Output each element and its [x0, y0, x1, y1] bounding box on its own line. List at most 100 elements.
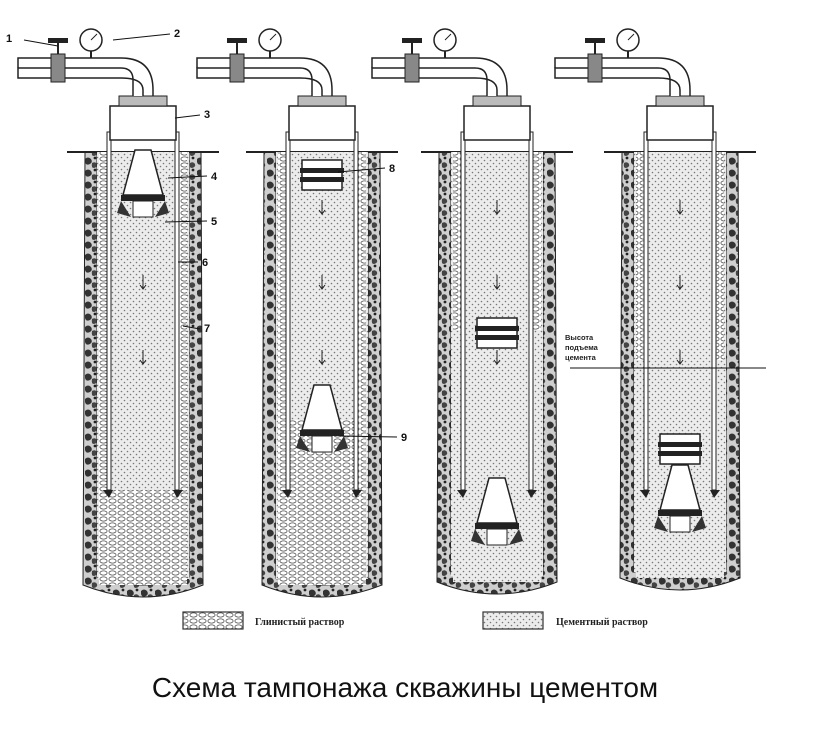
flow-arrow-2-1 [318, 275, 326, 290]
supply-pipe-1 [17, 67, 144, 96]
cement-height-label-line-1: Высота [565, 333, 594, 342]
well-head-cap-3 [463, 105, 531, 141]
pipe-elbow-1 [120, 57, 154, 96]
head-flange-1 [118, 95, 168, 107]
legend-label-cement: Цементный раствор [556, 617, 648, 628]
valve-body-3 [404, 53, 420, 83]
pipe-top-edge-3 [371, 57, 475, 68]
flow-arrow-3-2 [493, 350, 501, 365]
pipe-elbow-2 [299, 57, 333, 96]
top-plug-ring-a-3 [475, 326, 519, 331]
gauge-needle-1 [90, 33, 98, 41]
valve-body-2 [229, 53, 245, 83]
callout-4: 4 [211, 171, 218, 183]
casing-shoe-left-4 [640, 490, 650, 498]
cement-height-label-line-3: цемента [565, 353, 597, 362]
valve-handle-3 [402, 38, 422, 43]
top-plug-3 [476, 317, 518, 349]
gauge-needle-2 [269, 33, 277, 41]
fill-layer-2-2 [278, 490, 366, 585]
callout-5: 5 [211, 216, 217, 228]
pipe-elbow-3 [474, 57, 508, 96]
casing-shoe-right-3 [527, 490, 537, 498]
casing-shoe-left-1 [103, 490, 113, 498]
pipe-top-edge-4 [554, 57, 658, 68]
casing-left-1 [106, 131, 112, 491]
supply-pipe-4 [554, 67, 681, 96]
valve-handle-1 [48, 38, 68, 43]
flow-arrow-3-1 [493, 275, 501, 290]
casing-right-4 [711, 131, 717, 491]
bottom-plug-stem-3 [486, 528, 508, 546]
well-stage-1 [17, 28, 219, 598]
callout-1: 1 [6, 33, 12, 45]
well-stage-3 [371, 28, 573, 595]
valve-handle-4 [585, 38, 605, 43]
casing-left-4 [643, 131, 649, 491]
wells-group [17, 28, 756, 598]
flow-arrow-1-2 [139, 350, 147, 365]
valve-body-1 [50, 53, 66, 83]
legend-swatch-clay [182, 611, 244, 630]
gauge-needle-3 [444, 33, 452, 41]
pipe-top-edge-2 [196, 57, 300, 68]
casing-shoe-left-3 [457, 490, 467, 498]
top-plug-4 [659, 433, 701, 465]
callout-3: 3 [204, 109, 210, 121]
callout-6: 6 [202, 257, 208, 269]
top-plug-ring-b-3 [475, 335, 519, 340]
flow-arrow-3-0 [493, 200, 501, 215]
top-plug-ring-b-4 [658, 451, 702, 456]
flow-arrow-4-2 [676, 350, 684, 365]
legend-label-clay: Глинистый раствор [255, 617, 345, 628]
top-plug-ring-a-2 [300, 168, 344, 173]
casing-shoe-right-4 [710, 490, 720, 498]
bottom-plug-seat-2 [300, 430, 344, 436]
gauge-needle-4 [627, 33, 635, 41]
callout-leaders [23, 33, 766, 438]
casing-left-2 [285, 131, 291, 491]
casing-left-3 [460, 131, 466, 491]
bottom-plug-stem-4 [669, 515, 691, 533]
flow-arrow-2-2 [318, 350, 326, 365]
top-plug-2 [301, 159, 343, 191]
casing-shoe-right-1 [173, 490, 183, 498]
head-flange-2 [297, 95, 347, 107]
callout-2: 2 [174, 28, 180, 40]
top-plug-ring-a-4 [658, 442, 702, 447]
flow-arrow-4-0 [676, 200, 684, 215]
bottom-plug-seat-3 [475, 523, 519, 529]
callout-9: 9 [401, 432, 407, 444]
well-head-cap-2 [288, 105, 356, 141]
pipe-top-edge-1 [17, 57, 121, 68]
bottom-plug-stem-1 [132, 200, 154, 218]
valve-body-4 [587, 53, 603, 83]
supply-pipe-2 [196, 67, 323, 96]
bottom-plug-stem-2 [311, 435, 333, 453]
bottom-plug-seat-1 [121, 195, 165, 201]
flow-arrow-1-1 [139, 275, 147, 290]
callout-8: 8 [389, 163, 395, 175]
casing-shoe-right-2 [352, 490, 362, 498]
head-flange-3 [472, 95, 522, 107]
flow-arrow-2-0 [318, 200, 326, 215]
pipe-elbow-4 [657, 57, 691, 96]
well-head-cap-1 [109, 105, 177, 141]
flow-arrow-4-1 [676, 275, 684, 290]
callout-7: 7 [204, 323, 210, 335]
well-stage-4 [554, 28, 756, 591]
top-plug-ring-b-2 [300, 177, 344, 182]
legend: Глинистый раствор Цементный раствор [182, 611, 648, 630]
valve-handle-2 [227, 38, 247, 43]
casing-right-3 [528, 131, 534, 491]
cement-height-label-line-2: подъема [565, 343, 599, 352]
bottom-plug-seat-4 [658, 510, 702, 516]
casing-right-1 [174, 131, 180, 491]
well-stage-2 [196, 28, 398, 598]
legend-swatch-cement [482, 611, 544, 630]
well-head-cap-4 [646, 105, 714, 141]
caption: Схема тампонажа скважины цементом [152, 672, 658, 703]
fill-layer-1-1 [99, 490, 187, 585]
supply-pipe-3 [371, 67, 498, 96]
